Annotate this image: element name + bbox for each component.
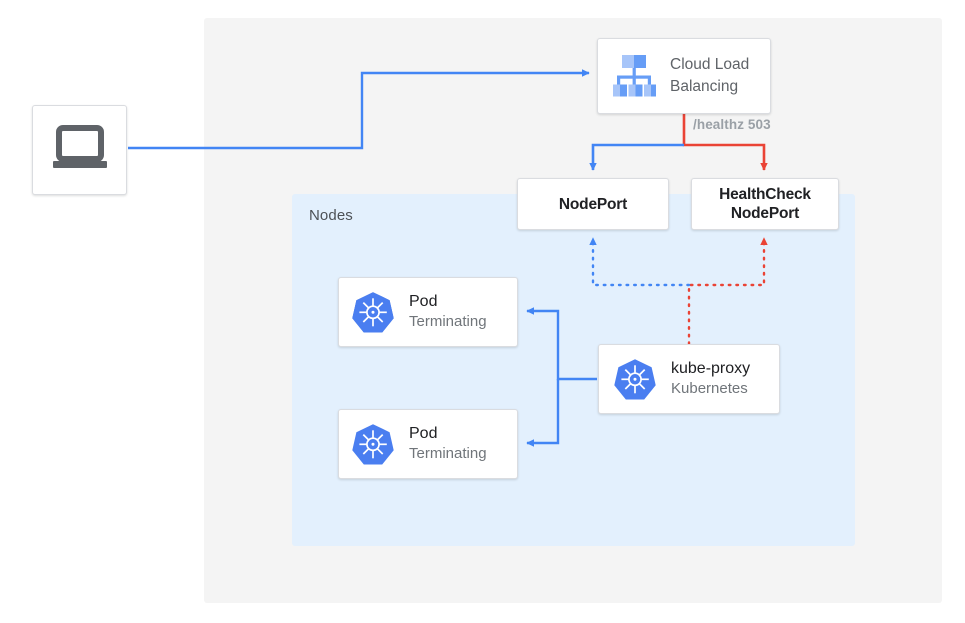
kube-proxy-subtitle: Kubernetes [671,380,748,397]
nodes-group-label: Nodes [309,207,353,224]
pod-node-1[interactable]: Pod Terminating [338,277,518,347]
kubernetes-icon [351,290,395,334]
pod-1-title: Pod [409,293,438,310]
nodeport-label: NodePort [558,195,628,213]
kube-proxy-text: kube-proxy Kubernetes [671,359,750,399]
kube-proxy-node[interactable]: kube-proxy Kubernetes [598,344,780,414]
pod-1-status: Terminating [409,313,487,330]
kube-proxy-title: kube-proxy [671,360,751,377]
laptop-icon [51,124,109,176]
clb-title-line-2: Balancing [670,78,739,95]
nodeport-node[interactable]: NodePort [517,178,669,230]
healthcheck-nodeport-line-2: NodePort [730,205,800,222]
healthz-edge-label: /healthz 503 [693,117,771,132]
pod-2-text: Pod Terminating [409,424,487,464]
pod-node-2[interactable]: Pod Terminating [338,409,518,479]
kubernetes-icon [613,357,657,401]
healthcheck-nodeport-label: HealthCheck NodePort [719,185,811,223]
clb-title-line-1: Cloud Load [670,56,750,73]
pod-2-status: Terminating [409,445,487,462]
cloud-load-balancing-label: Cloud Load Balancing [670,54,749,98]
pod-2-title: Pod [409,425,438,442]
pod-1-text: Pod Terminating [409,292,487,332]
cloud-load-balancing-node[interactable]: Cloud Load Balancing [597,38,771,114]
client-node[interactable] [32,105,127,195]
healthcheck-nodeport-node[interactable]: HealthCheck NodePort [691,178,839,230]
kubernetes-icon [351,422,395,466]
cloud-load-balancing-icon [608,51,660,101]
healthcheck-nodeport-line-1: HealthCheck [719,186,811,203]
